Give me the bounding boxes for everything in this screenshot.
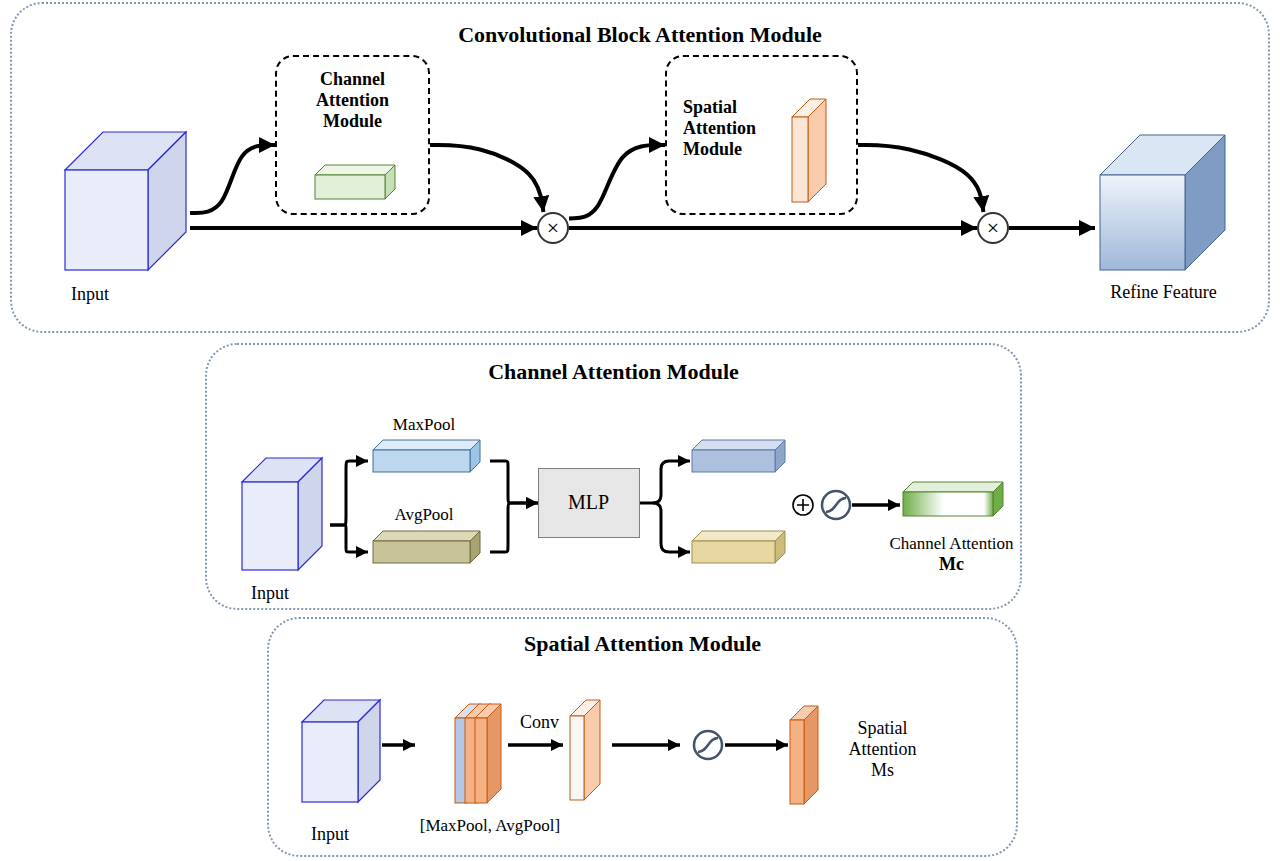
module-panel: Convolutional Block Attention ModuleInpu… [10, 2, 1270, 333]
text-area: × [539, 215, 567, 241]
node-label: [MaxPool, AvgPool] [415, 816, 565, 836]
text-area: × [979, 215, 1007, 241]
text-area: Input [238, 583, 302, 604]
conv-output-map [570, 700, 600, 800]
node-label: Spatial Attention Module [683, 97, 785, 161]
output-tensor: Refine Feature [1095, 130, 1232, 310]
flow-arrow [190, 226, 537, 230]
node-label: Spatial Attention [830, 718, 935, 760]
text-area: [MaxPool, AvgPool] [415, 816, 565, 836]
attention-block: Spatial Attention Module [665, 55, 858, 215]
flow-arrow [852, 503, 900, 507]
text-area: Input [296, 824, 364, 845]
flow-arrow [508, 743, 563, 747]
flow-arrow [430, 145, 543, 212]
flow-arrow [1009, 226, 1095, 230]
node-sublabel: Ms [830, 760, 935, 781]
mlp-output-bar [692, 531, 785, 563]
text-area: AvgPool [368, 505, 480, 525]
node-label: Channel Attention Module [295, 69, 410, 133]
input-tensor-shape [60, 130, 190, 310]
flow-arrow [612, 743, 680, 747]
multiply-symbol: × [537, 212, 569, 244]
pooled-vector: MaxPool [368, 415, 490, 480]
text-area: Channel Attention Module [207, 359, 1020, 385]
flow-arrow [190, 145, 275, 213]
text-area: MaxPool [368, 415, 480, 435]
flow-arrow [858, 145, 983, 212]
input-tensor: Input [238, 455, 330, 610]
node-label: Input [60, 284, 120, 305]
text-area: Convolutional Block Attention Module [12, 22, 1268, 48]
flow-arrow [569, 145, 665, 218]
text-area: Input [60, 284, 120, 305]
node-label: Channel Attention Module [207, 359, 1020, 385]
node-label: Input [296, 824, 364, 845]
node-label: Input [238, 583, 302, 604]
node-label: × [539, 215, 567, 241]
split-bracket [653, 503, 690, 552]
text-area: Refine Feature [1095, 282, 1232, 303]
node-label: AvgPool [368, 505, 480, 525]
module-panel: Channel Attention ModuleInput MaxPoolAvgP… [205, 343, 1022, 610]
text-area: MLP [539, 491, 638, 515]
node-label: MLP [539, 491, 638, 515]
text-area: Channel Attention Module [295, 69, 410, 133]
flow-arrow [569, 226, 977, 230]
node-label: × [979, 215, 1007, 241]
module-panel: Spatial Attention ModuleInput [MaxPool, A… [267, 617, 1018, 857]
operation-label: Conv [520, 712, 559, 733]
flow-arrow [382, 743, 415, 747]
node-label: Channel Attention [885, 534, 1018, 554]
flow-arrow [330, 525, 368, 552]
text-area: Spatial Attention Module [269, 631, 1016, 657]
split-bracket [640, 461, 690, 503]
attention-block: Channel Attention Module [275, 55, 430, 215]
input-tensor: Input [60, 130, 190, 310]
sigmoid-symbol [694, 731, 722, 759]
flow-arrow [725, 743, 788, 747]
sigmoid-symbol [822, 491, 850, 519]
spatial-attention-map: Spatial AttentionMs [785, 700, 950, 822]
mlp-output-bar [692, 440, 785, 472]
channel-attention-map: Channel AttentionMc [885, 478, 1018, 598]
text-area: Channel AttentionMc [885, 534, 1018, 575]
text-area: Spatial Attention Module [683, 97, 785, 161]
pooled-vector: AvgPool [368, 505, 490, 572]
node-label: Spatial Attention Module [269, 631, 1016, 657]
node-label: Refine Feature [1095, 282, 1232, 303]
text-area: Spatial AttentionMs [830, 718, 935, 782]
node-sublabel: Mc [885, 554, 1018, 575]
mlp-box: MLP [538, 468, 640, 538]
flow-arrow [490, 461, 538, 503]
flow-arrow [330, 461, 368, 525]
node-label: MaxPool [368, 415, 480, 435]
flow-arrow [490, 503, 538, 552]
multiply-symbol: × [977, 212, 1009, 244]
sum-symbol [793, 495, 813, 515]
node-label: Convolutional Block Attention Module [12, 22, 1268, 48]
input-tensor: Input [296, 700, 382, 850]
